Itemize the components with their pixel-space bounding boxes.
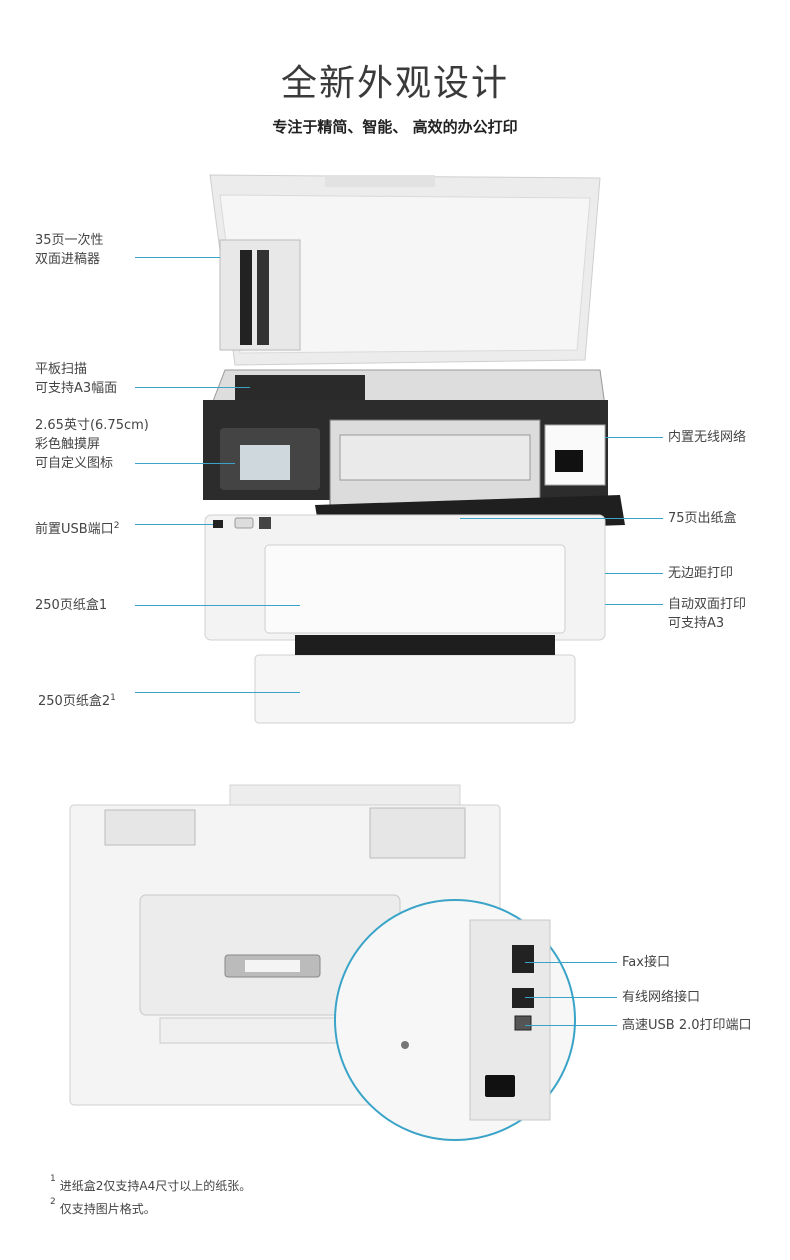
printer-rear-image (69, 784, 576, 1141)
leader-line-tray1 (135, 605, 300, 606)
callout-touchscreen: 2.65英寸(6.75cm) 彩色触摸屏 可自定义图标 (35, 416, 149, 473)
leader-line-duplex (605, 604, 663, 605)
leader-line-usb-front (135, 524, 213, 525)
leader-line-borderless (605, 573, 663, 574)
callout-adf-line1: 35页一次性 (35, 233, 104, 248)
callout-touchscreen-line1: 2.65英寸(6.75cm) (35, 418, 149, 433)
callout-flatbed: 平板扫描 可支持A3幅面 (35, 360, 117, 398)
page-subtitle: 专注于精简、智能、 高效的办公打印 (272, 118, 518, 136)
callout-ethernet: 有线网络接口 (622, 990, 701, 1005)
footnote-ref-1: 1 (110, 693, 116, 703)
leader-line-output-tray (460, 518, 663, 519)
callout-usb: 高速USB 2.0打印端口 (622, 1018, 752, 1033)
page-title: 全新外观设计 (280, 63, 509, 104)
footnote-2-text: 仅支持图片格式。 (59, 1202, 156, 1216)
callout-borderless: 无边距打印 (668, 566, 734, 581)
leader-line-usb (525, 1025, 617, 1026)
leader-line-flatbed (135, 387, 250, 388)
leader-line-tray2 (135, 692, 300, 693)
callout-tray2: 250页纸盒21 (38, 692, 116, 711)
callout-usb-front-text: 前置USB端口 (35, 522, 114, 537)
footnote-1-mark: 1 (50, 1174, 56, 1184)
callout-flatbed-line1: 平板扫描 (35, 362, 88, 377)
callout-tray1: 250页纸盒1 (35, 598, 108, 613)
footnote-1-text: 进纸盒2仅支持A4尺寸以上的纸张。 (59, 1179, 252, 1193)
callout-duplex-line1: 自动双面打印 (668, 597, 747, 612)
callout-touchscreen-line2: 彩色触摸屏 (35, 437, 101, 452)
callout-touchscreen-line3: 可自定义图标 (35, 456, 114, 471)
leader-line-fax (525, 962, 617, 963)
leader-line-touchscreen (135, 463, 235, 464)
callout-tray2-text: 250页纸盒2 (38, 694, 111, 709)
callout-usb-front: 前置USB端口2 (35, 520, 119, 539)
callout-fax: Fax接口 (622, 955, 670, 970)
printer-front-image (203, 174, 625, 724)
callout-duplex: 自动双面打印 可支持A3 (668, 595, 746, 633)
leader-line-adf (135, 257, 220, 258)
leader-line-wireless (605, 437, 663, 438)
callout-output-tray: 75页出纸盒 (668, 511, 737, 526)
callout-duplex-line2: 可支持A3 (668, 616, 725, 631)
footnote-ref-2: 2 (113, 521, 120, 531)
footnote-2-mark: 2 (50, 1197, 56, 1207)
callout-adf-line2: 双面进稿器 (35, 252, 101, 267)
callout-adf: 35页一次性 双面进稿器 (35, 231, 104, 269)
callout-flatbed-line2: 可支持A3幅面 (35, 381, 118, 396)
callout-wireless: 内置无线网络 (668, 430, 747, 445)
leader-line-ethernet (525, 997, 617, 998)
